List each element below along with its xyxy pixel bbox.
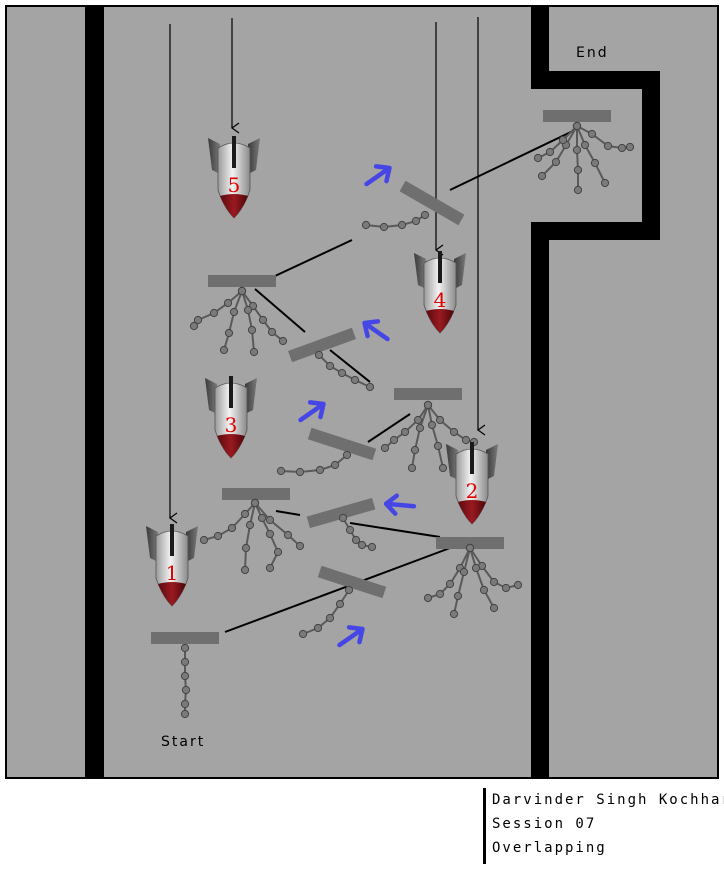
bomb-icon: 2: [446, 442, 498, 525]
ball-chain: [533, 121, 582, 163]
ball-chain: [314, 350, 375, 392]
direction-arrow-icon: [383, 493, 417, 516]
ball-chain: [276, 450, 352, 477]
ball-chain: [465, 543, 523, 593]
direction-arrow-icon: [298, 400, 326, 423]
path-lines: [224, 129, 576, 633]
platform: [436, 537, 504, 549]
platforms: [151, 110, 611, 644]
ball-chain: [361, 210, 430, 232]
bomb-number: 1: [166, 561, 179, 585]
right-wall-with-exit: [531, 6, 660, 778]
platform: [208, 275, 276, 287]
bomb-number: 2: [466, 479, 479, 503]
bomb-icon: 1: [146, 524, 198, 607]
platform: [317, 565, 387, 599]
direction-arrow-icon: [337, 625, 365, 648]
bomb-number: 4: [434, 288, 447, 312]
credit-session: Session 07: [492, 816, 597, 832]
ball-chain: [219, 286, 247, 355]
credit-topic: Overlapping: [492, 840, 607, 856]
ball-chain: [240, 498, 260, 575]
left-wall: [85, 6, 104, 778]
ball-chain: [407, 400, 433, 473]
platform: [306, 497, 376, 529]
credit-author: Darvinder Singh Kochhar: [492, 792, 724, 808]
ball-chain: [298, 585, 354, 639]
platform: [543, 110, 611, 122]
platform: [399, 180, 465, 226]
ball-chain: [338, 513, 377, 552]
platform: [394, 388, 462, 400]
platform: [287, 327, 357, 363]
end-label: End: [576, 45, 609, 61]
walls: [85, 6, 660, 778]
platform: [222, 488, 290, 500]
ball-chain: [449, 543, 475, 619]
direction-arrows: [298, 164, 417, 648]
platform: [151, 632, 219, 644]
start-label: Start: [161, 734, 206, 750]
bomb-icon: 3: [205, 376, 257, 459]
direction-arrow-icon: [364, 164, 392, 187]
direction-arrow-icon: [362, 319, 390, 342]
bomb-icon: 4: [414, 251, 466, 334]
bomb-number: 3: [225, 413, 238, 437]
ball-chain: [180, 643, 191, 719]
scene-background: [5, 5, 719, 779]
chains: [180, 121, 635, 719]
bomb-number: 5: [228, 173, 241, 197]
bomb-icon: 5: [208, 136, 260, 219]
bombs: 1 2 3 4 5: [146, 136, 498, 607]
credits-block: Darvinder Singh Kochhar Session 07 Overl…: [483, 788, 724, 864]
platform: [307, 427, 377, 461]
